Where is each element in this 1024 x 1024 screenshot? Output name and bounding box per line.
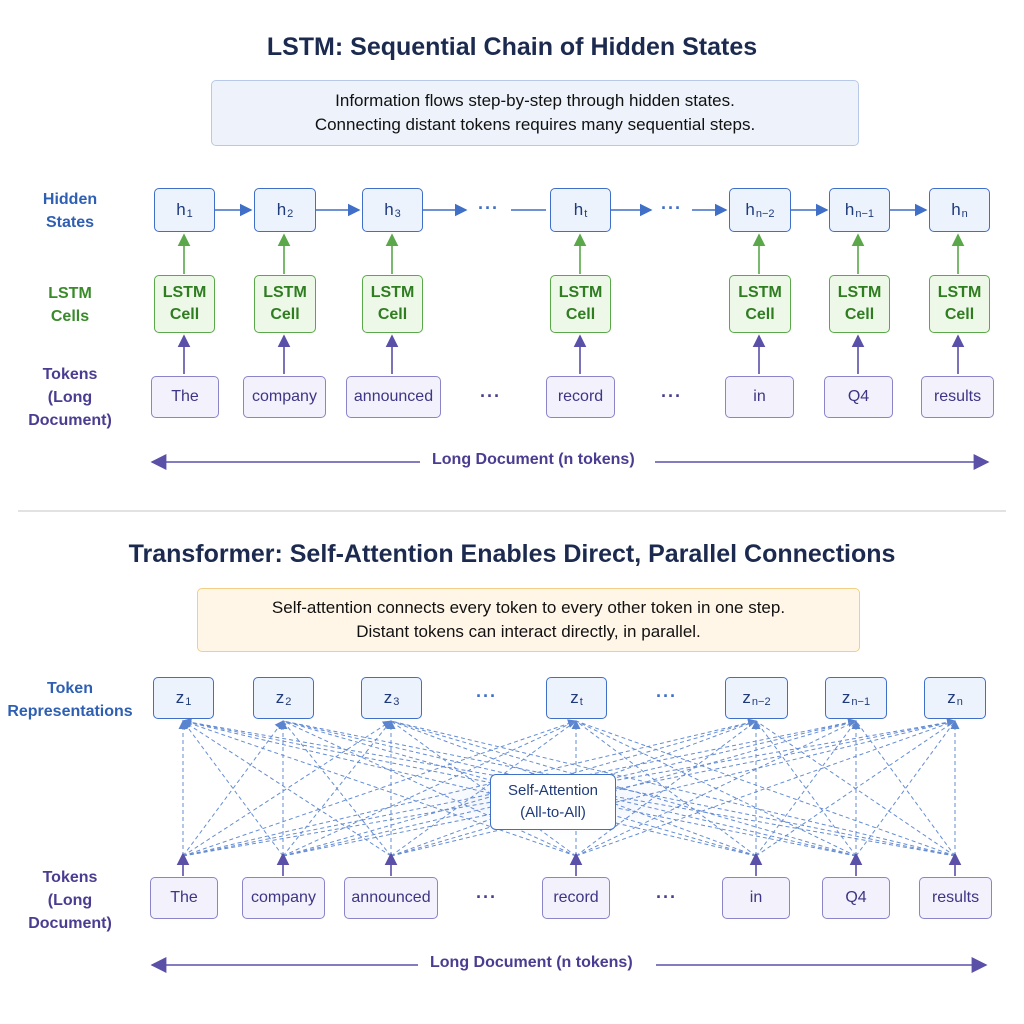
attention-line (390, 720, 857, 857)
attention-line (390, 720, 956, 857)
transformer-note-line-2: Distant tokens can interact directly, in… (356, 622, 701, 641)
row-label-cells-line-1: LSTM (48, 285, 92, 302)
lstm-note-line-1: Information flows step-by-step through h… (335, 91, 735, 110)
cell-to-hidden-arrows (177, 233, 965, 274)
token-ellipsis-2: ··· (661, 386, 682, 406)
row-label-cells-line-2: Cells (50, 308, 90, 325)
lstm-token-3: announced (346, 376, 441, 418)
ttoken-ellipsis-1: ··· (476, 887, 497, 907)
transformer-token-n: results (919, 877, 992, 919)
ttoken-ellipsis-2: ··· (656, 887, 677, 907)
rep-ellipsis-2: ··· (656, 686, 677, 706)
attention-line (390, 720, 857, 857)
transformer-token-3: announced (344, 877, 438, 919)
row-label-tokens-lstm: Tokens (Long Document) (4, 366, 136, 429)
attention-line (282, 720, 577, 857)
attention-line (755, 720, 857, 857)
transformer-token-n-1: Q4 (822, 877, 890, 919)
attention-line (182, 717, 956, 857)
lstm-note: Information flows step-by-step through h… (211, 80, 859, 146)
lstm-token-n: results (921, 376, 994, 418)
attention-line (282, 720, 956, 857)
lstm-span-label: Long Document (n tokens) (426, 451, 641, 469)
transformer-token-1: The (150, 877, 218, 919)
row-label-lstm-cells: LSTM Cells (20, 281, 120, 329)
self-attention-label: Self-Attention (All-to-All) (490, 774, 616, 830)
attention-line (755, 720, 956, 857)
attention-line (182, 719, 577, 857)
lstm-token-1: The (151, 376, 219, 418)
rep-ellipsis-1: ··· (476, 686, 497, 706)
attention-line (575, 720, 757, 857)
attention-line (282, 720, 392, 857)
lstm-token-t: record (546, 376, 615, 418)
row-label-ttokens-line-2: (Long Document) (28, 891, 112, 932)
token-stem-arrows (176, 852, 962, 876)
attention-line (182, 720, 392, 857)
row-label-ttokens-line-1: Tokens (42, 868, 98, 886)
row-label-hidden-line-2: States (45, 214, 95, 231)
transformer-title: Transformer: Self-Attention Enables Dire… (128, 540, 896, 568)
hidden-ellipsis-2: ··· (661, 198, 682, 218)
token-ellipsis-1: ··· (480, 386, 501, 406)
transformer-token-n-2: in (722, 877, 790, 919)
row-label-token-representations: Token Representations (4, 676, 136, 724)
attention-line (575, 720, 857, 857)
attention-line (182, 719, 577, 857)
attention-line (182, 717, 956, 857)
row-label-tokens-line-2: (Long Document) (28, 388, 112, 429)
transformer-note: Self-attention connects every token to e… (197, 588, 860, 652)
attention-line (390, 720, 577, 857)
self-attention-line-1: Self-Attention (507, 782, 599, 799)
attention-line (182, 720, 392, 857)
attention-line (390, 720, 757, 857)
lstm-token-2: company (243, 376, 326, 418)
row-label-hidden-states: Hidden States (20, 187, 120, 235)
row-label-reps-line-2: Representations (7, 703, 133, 720)
row-label-tokens-line-1: Tokens (42, 365, 98, 383)
lstm-token-n-1: Q4 (824, 376, 893, 418)
attention-lines (178, 717, 960, 857)
attention-line (182, 720, 284, 857)
lstm-title: LSTM: Sequential Chain of Hidden States (266, 33, 758, 61)
attention-line (390, 720, 757, 857)
row-label-hidden-line-1: Hidden (42, 191, 98, 208)
attention-line (182, 718, 757, 857)
hidden-ellipsis-1: ··· (478, 198, 499, 218)
token-to-cell-arrows (177, 334, 965, 374)
transformer-token-2: company (242, 877, 325, 919)
transformer-span-label: Long Document (n tokens) (424, 954, 639, 972)
lstm-note-line-2: Connecting distant tokens requires many … (314, 115, 756, 134)
row-label-reps-line-1: Token (47, 680, 93, 697)
transformer-token-t: record (542, 877, 610, 919)
self-attention-line-2: (All-to-All) (520, 804, 586, 821)
lstm-token-n-2: in (725, 376, 794, 418)
attention-line (282, 720, 956, 857)
row-label-tokens-transformer: Tokens (Long Document) (4, 869, 136, 932)
transformer-note-line-1: Self-attention connects every token to e… (271, 598, 786, 617)
